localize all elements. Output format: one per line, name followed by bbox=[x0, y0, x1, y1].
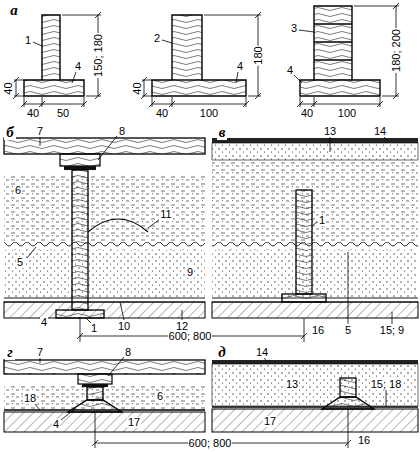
callout-number: 14 bbox=[255, 347, 269, 358]
callout-number: 4 bbox=[74, 61, 82, 72]
callout-number: 5 bbox=[16, 257, 24, 268]
callout-number: 7 bbox=[36, 347, 44, 358]
callout-number: 10 bbox=[117, 321, 131, 332]
callout-number: 2 bbox=[153, 33, 161, 44]
callout-number: 7 bbox=[36, 126, 44, 137]
dimension-label: 40 bbox=[132, 81, 143, 95]
callout-number: 8 bbox=[118, 126, 126, 137]
callout-number: 5 bbox=[344, 325, 352, 336]
dimension-label: 600; 800 bbox=[168, 331, 213, 342]
callout-number: 13 bbox=[323, 126, 337, 137]
dimension-label: 50 bbox=[56, 108, 70, 119]
dimension-label: 600; 800 bbox=[188, 438, 233, 449]
callout-number: 16 bbox=[357, 435, 371, 446]
callout-number: 1 bbox=[90, 323, 98, 334]
dimension-label: 100 bbox=[337, 108, 357, 119]
callout-number: 9 bbox=[186, 267, 194, 278]
callout-number: 6 bbox=[14, 185, 22, 196]
callout-number: 16 bbox=[311, 325, 325, 336]
dimension-label: 40 bbox=[3, 81, 14, 95]
panel-letter: г bbox=[5, 345, 15, 360]
callout-number: 17 bbox=[127, 417, 141, 428]
panel-letter: а bbox=[8, 3, 20, 18]
callout-number: 1 bbox=[24, 35, 32, 46]
callout-number: 18 bbox=[23, 393, 37, 404]
callout-number: 4 bbox=[236, 61, 244, 72]
callout-number: 3 bbox=[290, 23, 298, 34]
callout-number: 14 bbox=[373, 126, 387, 137]
panel-letter: в bbox=[217, 125, 228, 140]
dimension-label: 180 bbox=[252, 45, 263, 65]
callout-number: 15; 18 bbox=[370, 379, 403, 390]
dimension-label: 40 bbox=[300, 108, 314, 119]
callout-number: 4 bbox=[52, 419, 60, 430]
callout-number: 11 bbox=[159, 209, 172, 220]
dimension-label: 150; 180 bbox=[92, 33, 103, 78]
callout-number: 4 bbox=[40, 317, 48, 328]
callout-number: 15; 9 bbox=[379, 325, 405, 336]
callout-number: 13 bbox=[285, 379, 299, 390]
dimension-label: 40 bbox=[26, 108, 40, 119]
callout-number: 17 bbox=[263, 416, 277, 427]
callout-number: 8 bbox=[124, 347, 132, 358]
panel-letter: д bbox=[216, 345, 227, 360]
callout-number: 4 bbox=[286, 65, 294, 76]
dimension-label: 40 bbox=[155, 108, 169, 119]
dimension-label: 180; 200 bbox=[390, 28, 401, 73]
panel-letter: б bbox=[4, 125, 16, 140]
callout-number: 6 bbox=[156, 391, 164, 402]
dimension-label: 100 bbox=[199, 108, 219, 119]
callout-number: 1 bbox=[318, 215, 326, 226]
